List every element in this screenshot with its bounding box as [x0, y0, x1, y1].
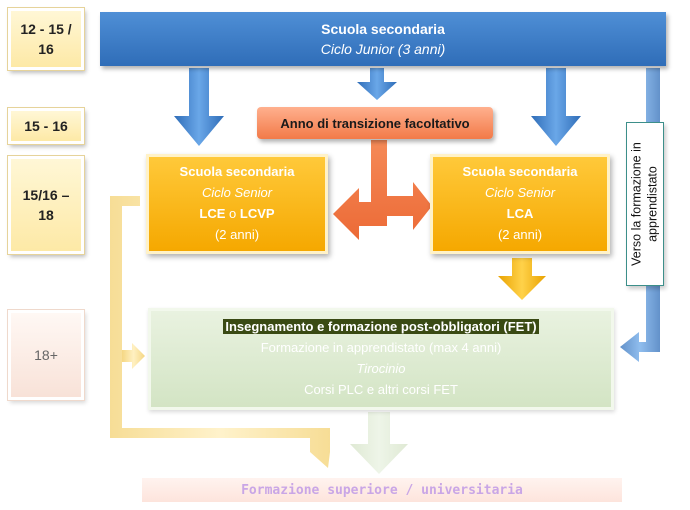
senior-right-title: Scuola secondaria	[462, 164, 578, 180]
junior-cycle-subtitle: Ciclo Junior (3 anni)	[320, 41, 446, 57]
junior-cycle-box: Scuola secondaria Ciclo Junior (3 anni)	[100, 12, 666, 66]
higher-education-label: Formazione superiore / universitaria	[241, 482, 523, 498]
senior-right-programme: LCA	[506, 206, 534, 221]
junior-cycle-title: Scuola secondaria	[321, 21, 445, 37]
senior-left-programmes: LCE o LCVP	[199, 206, 275, 221]
apprenticeship-label: Verso la formazione in apprendistato	[629, 142, 659, 266]
fet-plc-courses: Corsi PLC e altri corsi FET	[304, 381, 458, 397]
transition-year-box: Anno di transizione facoltativo	[257, 107, 493, 139]
age-label-transition: 15 - 16	[8, 108, 84, 144]
age-label-post-secondary: 18+	[8, 310, 84, 400]
higher-education-box: Formazione superiore / universitaria	[142, 478, 622, 502]
age-label-senior: 15/16 – 18	[8, 156, 84, 254]
senior-right-cycle: Ciclo Senior	[484, 185, 556, 201]
senior-cycle-right-box: Scuola secondaria Ciclo Senior LCA (2 an…	[430, 154, 610, 254]
fet-traineeship: Tirocinio	[356, 361, 406, 376]
senior-right-duration: (2 anni)	[497, 226, 543, 242]
arrow-left-to-fet	[122, 343, 145, 369]
arrow-transition-split	[333, 140, 432, 240]
fet-box: Insegnamento e formazione post-obbligato…	[148, 308, 614, 410]
transition-year-label: Anno di transizione facoltativo	[280, 115, 470, 131]
age-label-junior: 12 - 15 / 16	[8, 8, 84, 70]
arrow-junior-to-left-senior	[174, 68, 224, 146]
senior-left-title: Scuola secondaria	[179, 164, 295, 180]
arrow-junior-to-transition	[357, 68, 397, 100]
arrow-right-senior-to-fet	[498, 258, 546, 300]
senior-cycle-left-box: Scuola secondaria Ciclo Senior LCE o LCV…	[146, 154, 328, 254]
senior-left-cycle: Ciclo Senior	[201, 185, 273, 201]
arrow-fet-to-higher-ed	[350, 412, 408, 474]
fet-title: Insegnamento e formazione post-obbligato…	[223, 319, 539, 335]
fet-apprenticeship: Formazione in apprendistato (max 4 anni)	[260, 340, 502, 356]
arrow-junior-to-right-senior	[531, 68, 581, 146]
apprenticeship-label-box: Verso la formazione in apprendistato	[626, 122, 664, 286]
senior-left-duration: (2 anni)	[214, 226, 260, 242]
